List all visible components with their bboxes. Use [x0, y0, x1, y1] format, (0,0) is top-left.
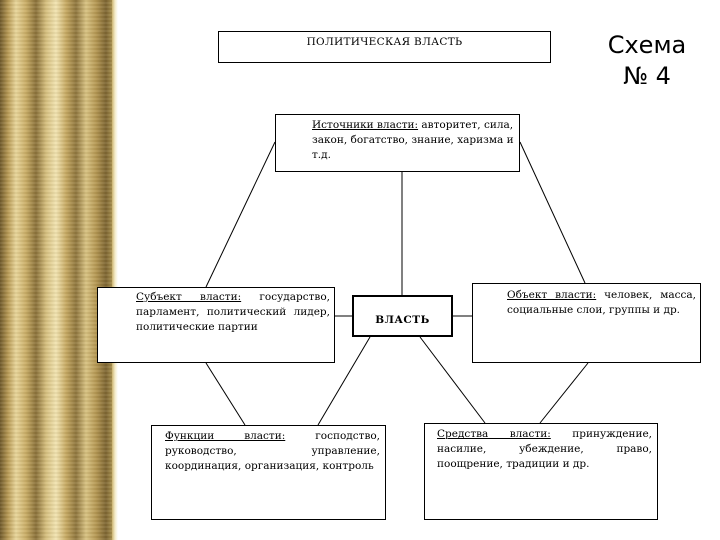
scheme-word: Схема — [607, 31, 687, 59]
node-sources: Источники власти: авторитет, сила, закон… — [275, 114, 520, 172]
node-functions-heading: Функции власти: — [165, 430, 286, 442]
diagram-title-text: ПОЛИТИЧЕСКАЯ ВЛАСТЬ — [306, 36, 463, 48]
line-center-means — [419, 336, 486, 424]
node-sources-text: авторитет, сила, закон, богатство, знани… — [312, 119, 514, 161]
line-sources-subject — [205, 141, 276, 288]
node-means: Средства власти: принуждение, насилие, у… — [424, 423, 658, 520]
scheme-number: № 4 — [623, 62, 671, 90]
decorative-curtain — [0, 0, 112, 540]
node-center-text: ВЛАСТЬ — [375, 314, 430, 326]
node-object-text: человек, масса, социальные слои, группы … — [507, 289, 696, 316]
scheme-label: Схема № 4 — [600, 30, 694, 92]
node-functions-text: господство, руководство, управление, коо… — [165, 430, 381, 472]
node-sources-heading: Источники власти: — [312, 119, 419, 131]
line-subject-functions — [205, 362, 246, 426]
node-object-heading: Объект власти: — [507, 289, 597, 301]
node-center: ВЛАСТЬ — [352, 295, 453, 337]
node-subject-heading: Субъект власти: — [136, 291, 242, 303]
node-subject: Субъект власти: государство, парламент, … — [97, 287, 335, 363]
line-center-functions — [317, 336, 371, 426]
line-object-means — [539, 362, 589, 424]
node-subject-text: государство, парламент, политический лид… — [136, 291, 330, 333]
curtain-edge — [112, 0, 118, 540]
node-means-text: принуждение, насилие, убеждение, право, … — [437, 428, 653, 470]
node-object: Объект власти: человек, масса, социальны… — [472, 283, 701, 363]
line-sources-object — [519, 141, 586, 284]
diagram-title: ПОЛИТИЧЕСКАЯ ВЛАСТЬ — [218, 31, 551, 63]
node-means-heading: Средства власти: — [437, 428, 551, 440]
node-functions: Функции власти: господство, руководство,… — [151, 425, 386, 520]
